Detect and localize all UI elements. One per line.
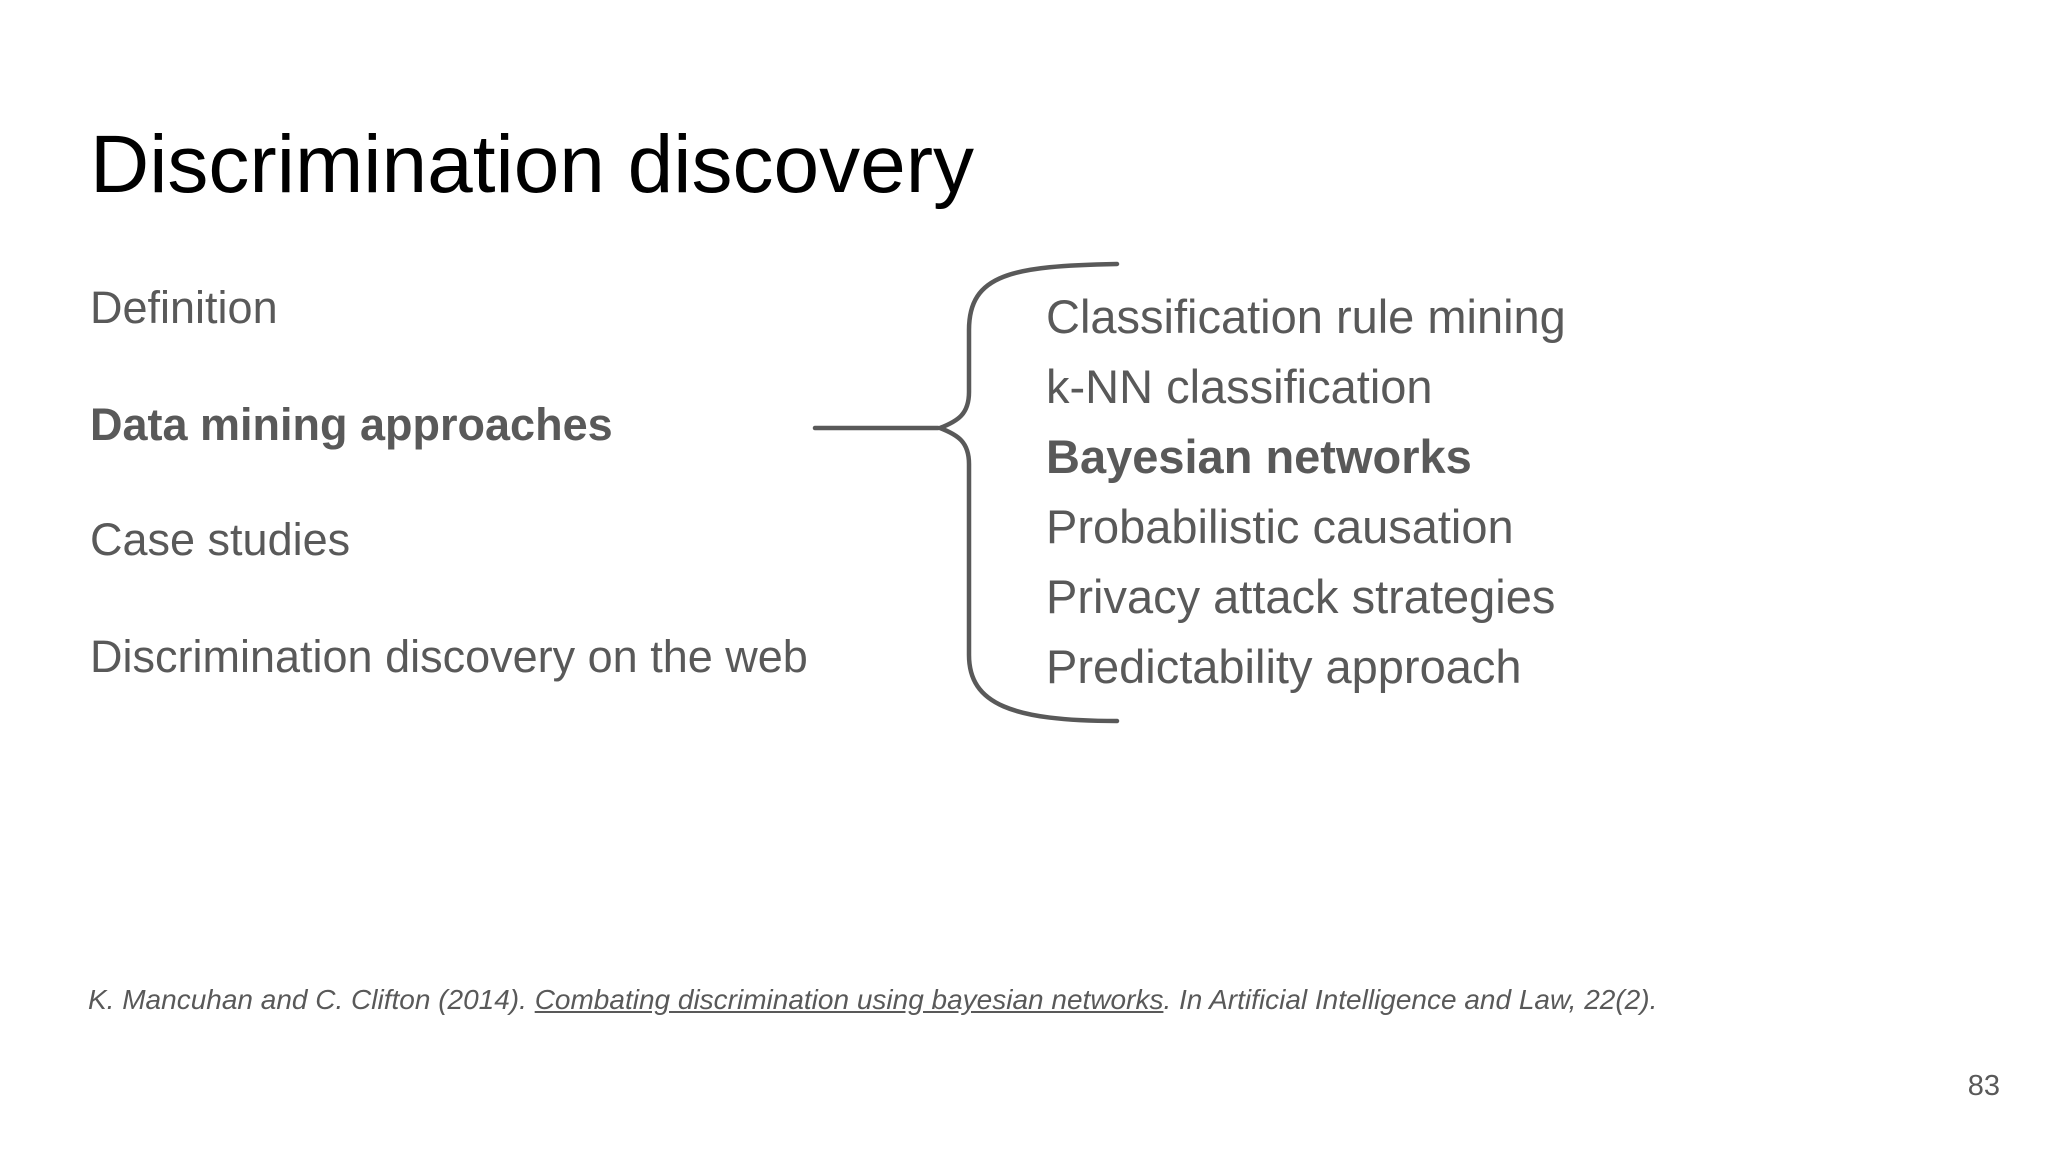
approach-item-probabilistic-causation: Probabilistic causation — [1046, 500, 1514, 553]
approach-item-bayesian-networks: Bayesian networks — [1046, 430, 1472, 483]
approach-item-privacy-attack-strategies: Privacy attack strategies — [1046, 570, 1556, 623]
page-number: 83 — [1967, 1070, 2000, 1102]
outline-item-case-studies: Case studies — [90, 514, 351, 565]
brace-connector-graphic — [812, 261, 1120, 724]
curly-brace — [937, 261, 1120, 724]
approach-item-predictability-approach: Predictability approach — [1046, 640, 1522, 693]
approach-item-classification-rule-mining: Classification rule mining — [1046, 290, 1566, 343]
approaches-list: Classification rule mining k-NN classifi… — [1046, 282, 1566, 702]
citation-link[interactable]: Combating discrimination using bayesian … — [534, 984, 1164, 1015]
outline-item-definition: Definition — [90, 282, 278, 333]
outline-item-data-mining-approaches: Data mining approaches — [90, 399, 613, 450]
citation-prefix: K. Mancuhan and C. Clifton (2014). — [88, 984, 535, 1015]
page-title: Discrimination discovery — [90, 119, 975, 210]
citation: K. Mancuhan and C. Clifton (2014). Comba… — [88, 983, 1657, 1017]
outline-item-discrimination-discovery-web: Discrimination discovery on the web — [90, 631, 808, 682]
citation-suffix: . In Artificial Intelligence and Law, 22… — [1163, 984, 1658, 1015]
approach-item-knn-classification: k-NN classification — [1046, 360, 1433, 413]
